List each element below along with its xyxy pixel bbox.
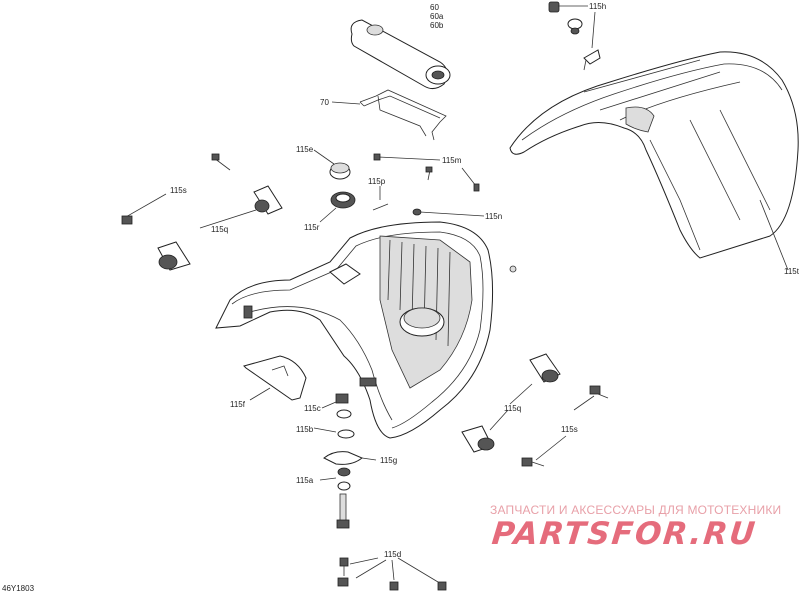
label-115d: 115d [384,550,402,559]
label-115e: 115e [296,145,314,154]
label-115s-left: 115s [170,186,187,195]
label-115m: 115m [442,156,462,165]
label-70: 70 [320,98,329,107]
label-115a: 115a [296,476,314,485]
label-115g: 115g [380,456,398,465]
part-115e-cap [329,162,351,180]
label-115c: 115c [304,404,321,413]
label-115n: 115n [485,212,503,221]
part-115f-bracket [243,355,307,401]
part-115q-left-spacers [157,185,283,271]
label-115b: 115b [296,425,314,434]
part-115t-cover [509,51,799,259]
part-115d-screws [337,557,447,591]
watermark-tagline: ЗАПЧАСТИ И АКСЕССУАРЫ ДЛЯ МОТОТЕХНИКИ [490,503,782,517]
label-115f: 115f [230,400,245,409]
part-seat-base [215,221,494,439]
label-115q-right: 115q [504,404,522,413]
part-115h-latch [548,1,601,71]
part-115r-grommet [330,191,356,209]
label-60: 60 [430,3,439,12]
label-60b: 60b [430,21,444,30]
part-70-bracket [359,89,447,141]
part-60-tube [350,19,451,90]
part-115s-left-screws [121,153,231,225]
label-115p: 115p [368,177,386,186]
diagram-id: 46Y1803 [2,584,35,593]
part-115q-right-spacers [461,353,561,453]
part-115s-right-screws [521,385,609,467]
label-115t: 115t [784,267,799,276]
label-115h: 115h [589,2,607,11]
label-60-group: 60 60a 60b [430,3,443,30]
label-115s-right: 115s [561,425,578,434]
part-fastener-stack [313,393,377,529]
part-115m-screws [373,153,480,192]
label-115r: 115r [304,223,320,232]
label-60a: 60a [430,12,444,21]
label-115q-left: 115q [211,225,229,234]
watermark-logo: PARTSFOR.RU [490,516,759,552]
